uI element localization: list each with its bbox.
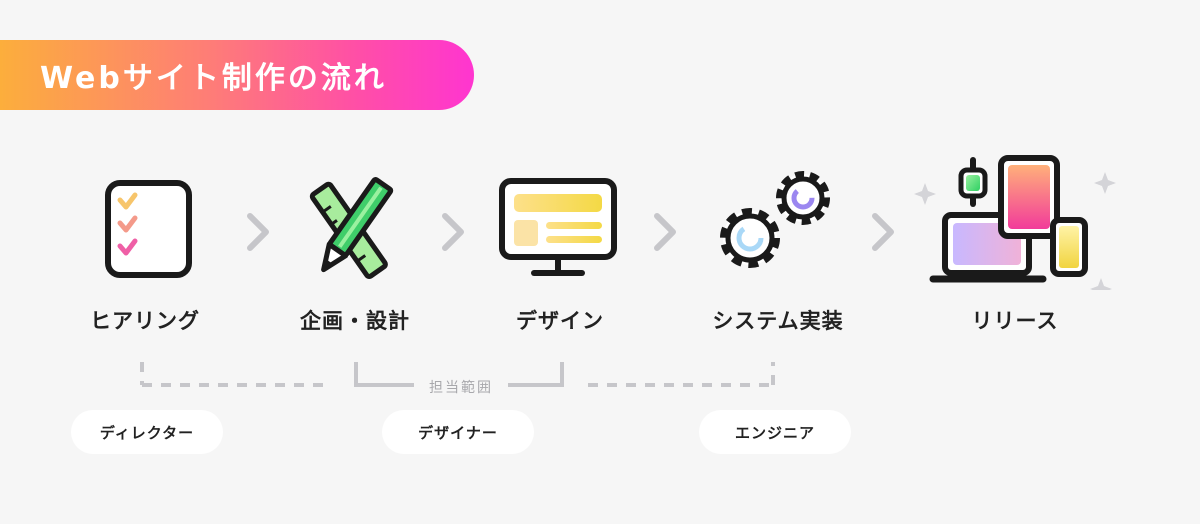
responsibility-range-label: 担当範囲 [415, 377, 507, 397]
sparkle-icon [1090, 278, 1112, 290]
step-label: デザイン [516, 309, 604, 333]
gears-icon [720, 171, 830, 268]
chevron-right-icon [442, 213, 464, 251]
step-release: リリース [905, 150, 1125, 340]
step-label: ヒアリング [90, 309, 200, 333]
role-engineer: エンジニア [699, 410, 851, 454]
chevron-right-icon [247, 213, 269, 251]
chevron-right-icon [654, 213, 676, 251]
step-label: システム実装 [712, 309, 844, 333]
role-designer: デザイナー [382, 410, 534, 454]
step-hearing: ヒアリング [35, 150, 255, 340]
devices-icon [914, 155, 1116, 290]
title-banner: Webサイト制作の流れ [0, 40, 474, 110]
role-director: ディレクター [71, 410, 223, 454]
sparkle-icon [1094, 172, 1116, 194]
sparkle-icon [914, 183, 936, 205]
monitor-icon [499, 178, 617, 276]
checklist-icon [105, 180, 192, 278]
chevron-right-icon [872, 213, 894, 251]
step-implementation: システム実装 [668, 150, 888, 340]
page-title: Webサイト制作の流れ [40, 61, 387, 96]
step-label: リリース [971, 309, 1059, 333]
step-planning: 企画・設計 [245, 150, 465, 340]
step-label: 企画・設計 [300, 309, 410, 333]
pencil-ruler-icon [309, 177, 394, 279]
step-design: デザイン [450, 150, 670, 340]
